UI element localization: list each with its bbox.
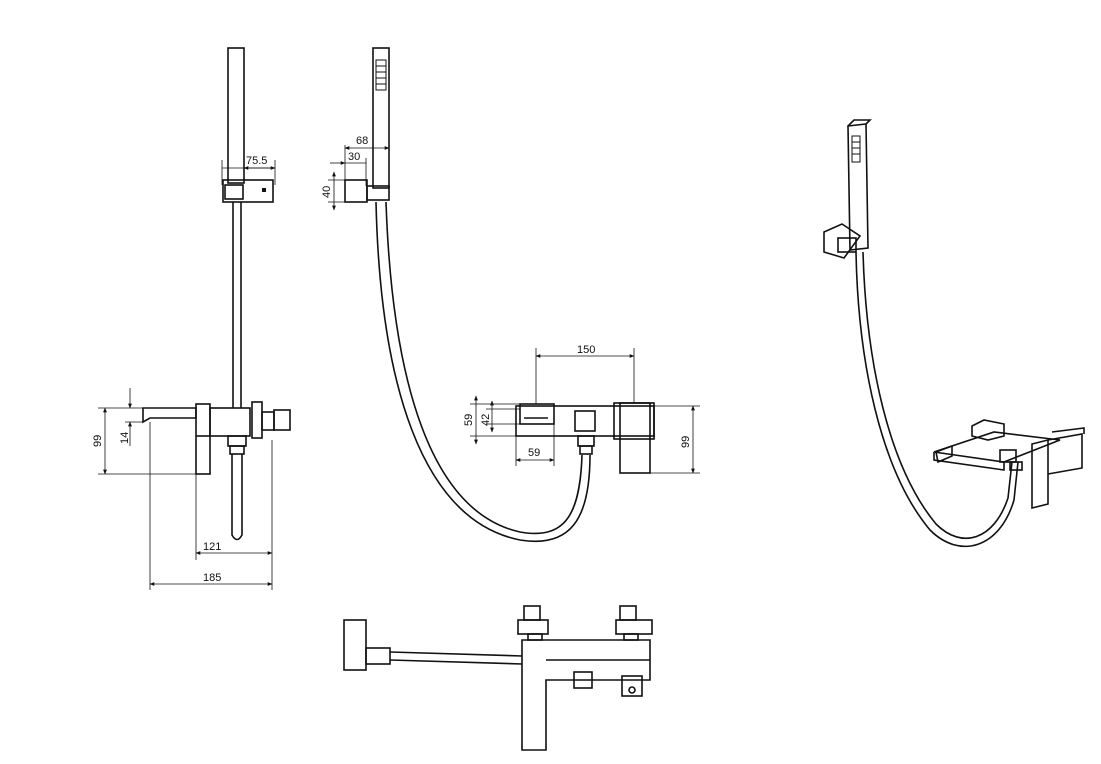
dim-label-42: 42 — [480, 414, 492, 426]
dim-label-185: 185 — [203, 572, 221, 584]
front-dim-42: 42 — [480, 400, 520, 433]
side-dim-121: 121 — [195, 440, 273, 590]
dim-label-59-height: 59 — [463, 414, 475, 426]
dim-label-30: 30 — [348, 151, 360, 163]
dim-label-99-side: 99 — [92, 435, 104, 447]
front-dim-99: 99 — [650, 405, 700, 474]
front-dim-40: 40 — [321, 171, 345, 211]
front-dim-59-width: 59 — [515, 424, 555, 466]
dim-label-150: 150 — [577, 344, 595, 356]
dim-label-75-5: 75.5 — [246, 155, 267, 167]
front-dim-68: 68 — [344, 135, 390, 186]
side-dim-185: 185 — [149, 422, 273, 590]
shower-hose — [375, 201, 591, 543]
front-dim-30: 30 — [330, 151, 367, 186]
dim-label-99-front: 99 — [680, 436, 692, 448]
dim-label-40: 40 — [321, 186, 333, 198]
dim-label-68: 68 — [356, 135, 368, 147]
front-dim-59-height: 59 — [463, 395, 520, 445]
front-dim-150: 150 — [535, 344, 635, 404]
top-view — [343, 605, 653, 751]
dim-label-59-width: 59 — [528, 447, 540, 459]
hand-shower — [344, 47, 390, 203]
front-body — [515, 402, 655, 474]
side-view — [142, 47, 291, 541]
side-dim-99: 99 — [92, 407, 196, 475]
perspective-view — [823, 119, 1085, 548]
side-dim-75-5: 75.5 — [221, 155, 276, 185]
side-dim-14: 14 — [119, 388, 143, 446]
dim-label-121: 121 — [203, 541, 221, 553]
dim-label-14: 14 — [119, 432, 131, 444]
